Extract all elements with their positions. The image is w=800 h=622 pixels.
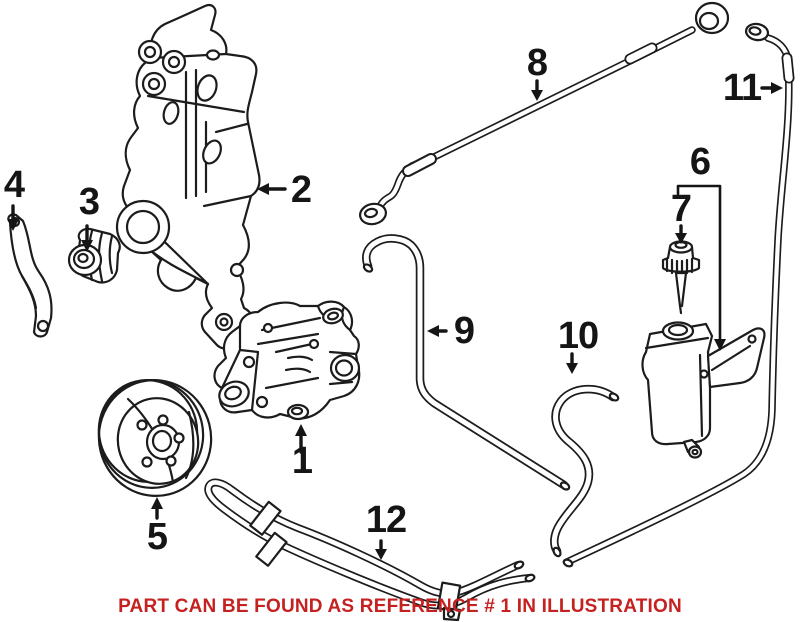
callout-11-arrow bbox=[760, 82, 783, 94]
reservoir-drawing bbox=[641, 321, 766, 459]
feed-hose-drawing bbox=[550, 385, 620, 558]
power-steering-pump-drawing bbox=[213, 300, 361, 421]
callout-6-bracket bbox=[676, 184, 726, 351]
callout-7-arrow bbox=[675, 224, 687, 244]
callout-6-label: 6 bbox=[689, 141, 711, 183]
pulley-drawing bbox=[97, 379, 213, 497]
reservoir-cap-drawing bbox=[661, 240, 701, 315]
cooler-pipe-drawing bbox=[204, 478, 536, 622]
callout-7-label: 7 bbox=[670, 188, 692, 230]
callout-9-arrow bbox=[427, 325, 448, 337]
callout-4-label: 4 bbox=[3, 164, 25, 206]
reference-notice-text: PART CAN BE FOUND AS REFERENCE # 1 IN IL… bbox=[118, 596, 682, 617]
callout-arrows bbox=[7, 79, 783, 560]
callout-8-arrow bbox=[531, 79, 543, 101]
bushing-drawing bbox=[67, 227, 121, 284]
callout-12-arrow bbox=[375, 539, 387, 560]
suction-hose-drawing bbox=[362, 234, 571, 491]
mounting-bracket-drawing bbox=[115, 4, 261, 350]
callout-4-arrow bbox=[7, 204, 19, 231]
callout-3-label: 3 bbox=[78, 181, 100, 223]
callout-2-label: 2 bbox=[290, 169, 312, 211]
callout-10-arrow bbox=[566, 352, 578, 374]
callout-10-label: 10 bbox=[557, 315, 599, 357]
callout-12-label: 12 bbox=[365, 499, 407, 541]
callout-3-arrow bbox=[81, 224, 93, 252]
callout-5-arrow bbox=[151, 497, 163, 520]
support-arm-drawing bbox=[7, 213, 53, 338]
pressure-hose-drawing bbox=[359, 1, 730, 226]
return-line-drawing bbox=[562, 22, 795, 568]
callout-5-label: 5 bbox=[146, 516, 168, 558]
callout-11-label: 11 bbox=[722, 67, 762, 109]
callout-2-arrow bbox=[257, 183, 287, 195]
callout-1-arrow bbox=[295, 424, 307, 454]
callout-9-label: 9 bbox=[453, 310, 475, 352]
callout-1-label: 1 bbox=[291, 440, 313, 482]
callout-8-label: 8 bbox=[526, 42, 548, 84]
